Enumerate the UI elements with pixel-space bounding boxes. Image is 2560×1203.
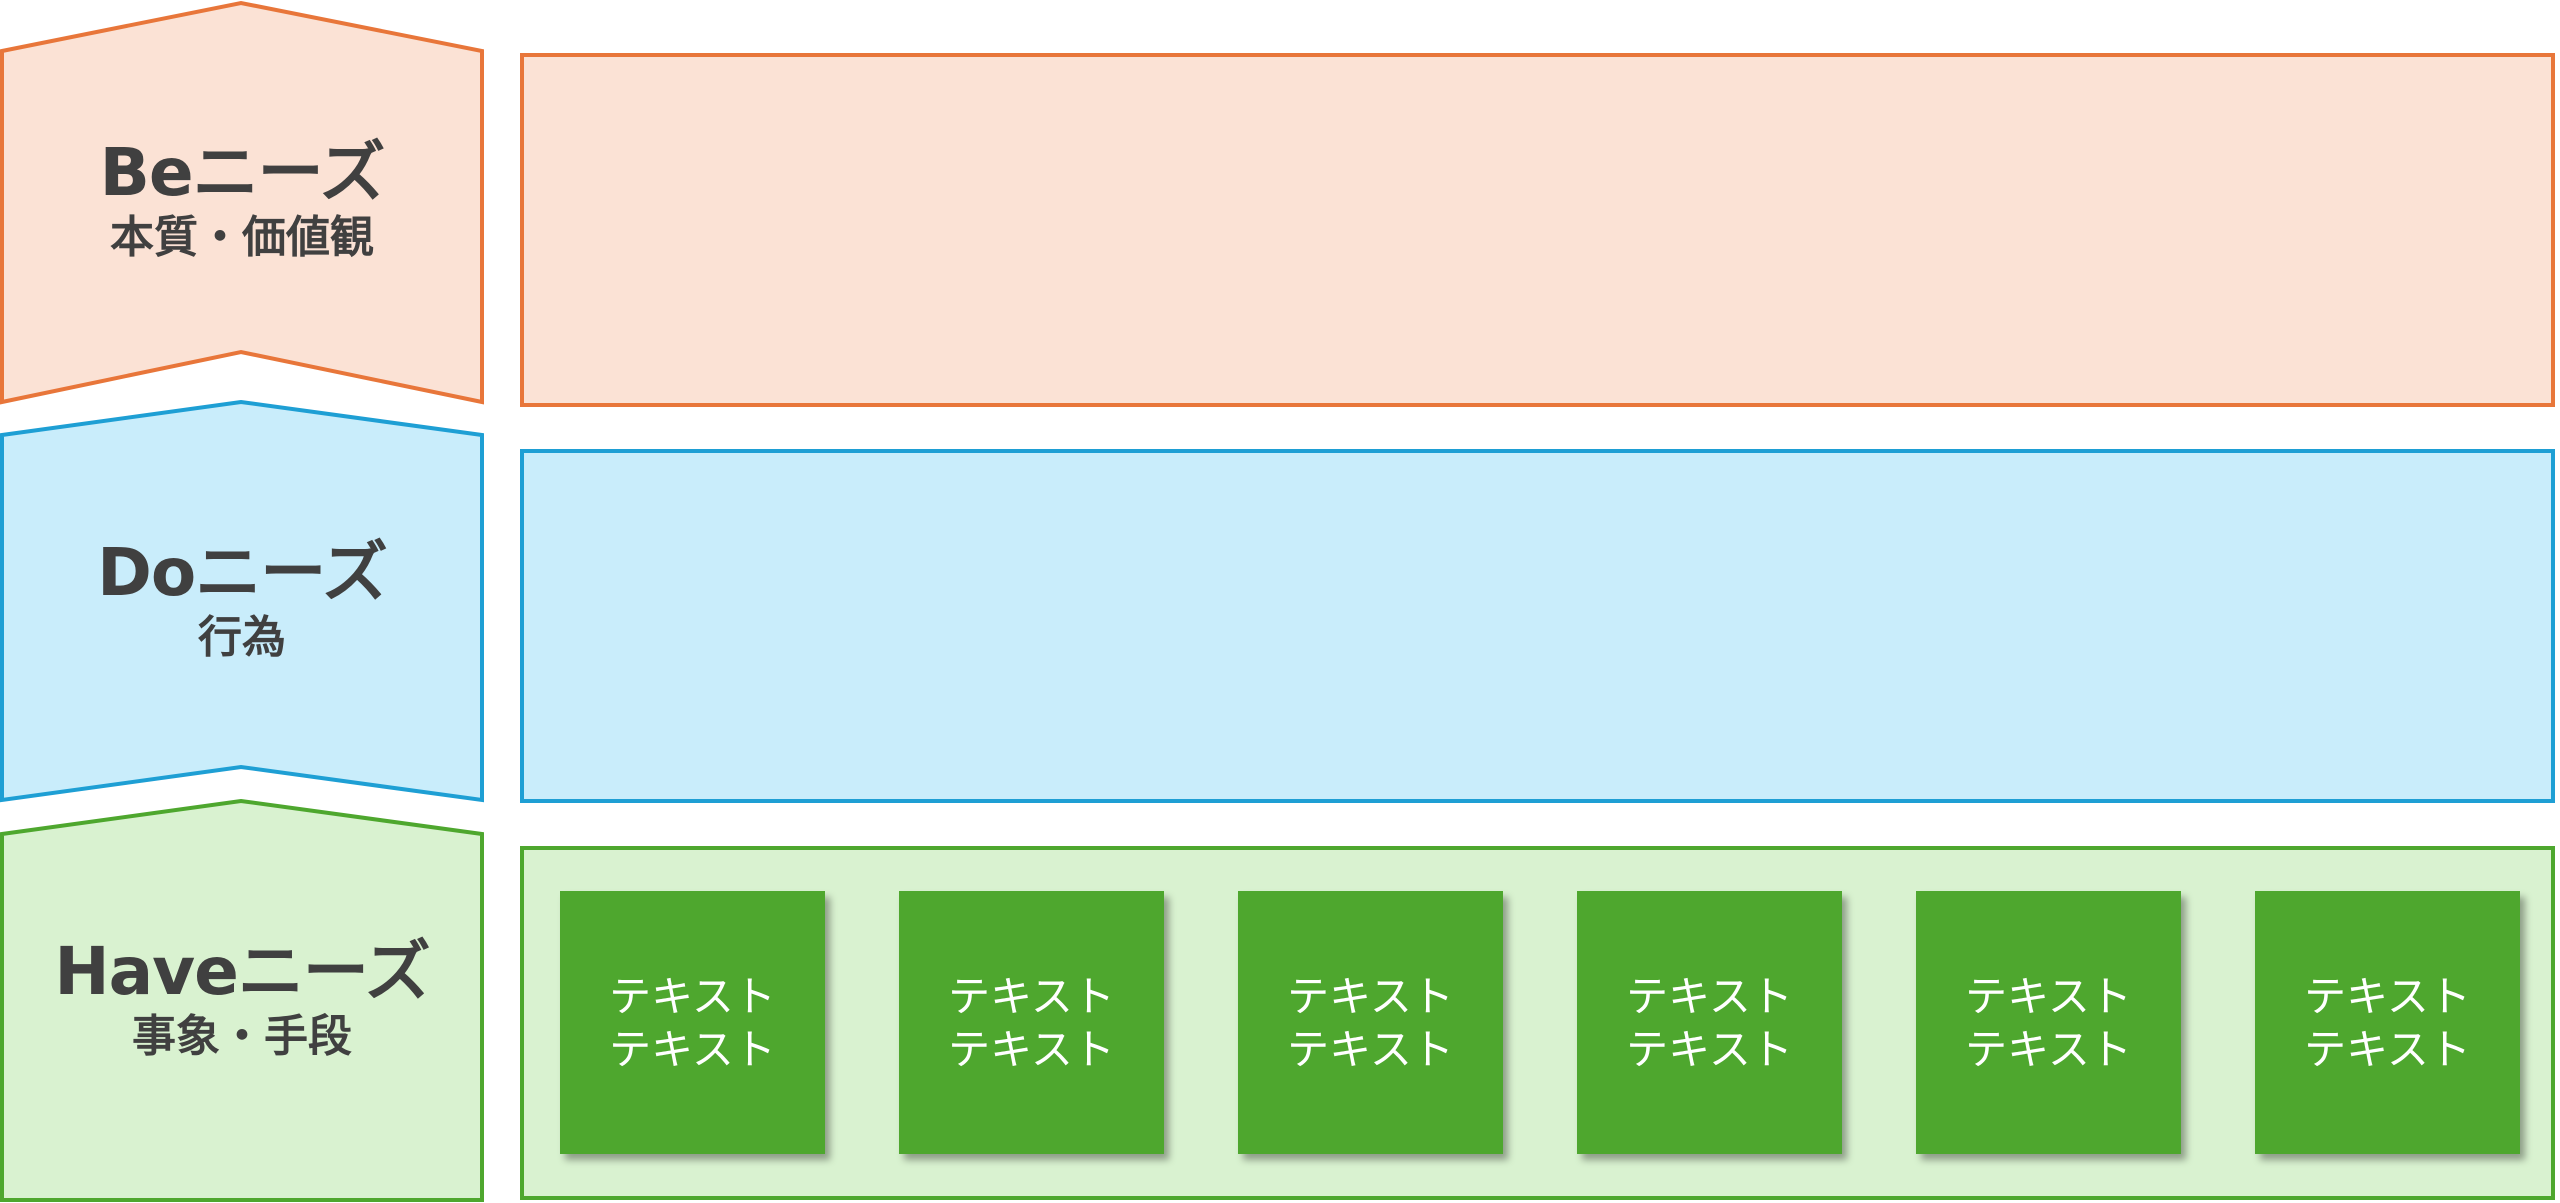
have-item-line2: テキスト [1287,1024,1454,1074]
have-item-line1: テキスト [948,971,1115,1021]
have-item-box: テキスト テキスト [2255,891,2520,1154]
be-needs-label: Beニーズ 本質・価値観 [0,135,484,265]
have-needs-panel [520,846,2555,1200]
be-needs-title: Beニーズ [99,134,386,211]
have-item-line2: テキスト [1626,1024,1793,1074]
have-item-box: テキスト テキスト [1916,891,2181,1154]
be-needs-chevron: Beニーズ 本質・価値観 [0,0,484,410]
have-item-line2: テキスト [948,1024,1115,1074]
do-needs-title: Doニーズ [97,534,388,611]
have-item-box: テキスト テキスト [1577,891,1842,1154]
have-item-line2: テキスト [1965,1024,2132,1074]
have-item-box: テキスト テキスト [1238,891,1503,1154]
have-item-line1: テキスト [1965,971,2132,1021]
do-needs-label: Doニーズ 行為 [0,535,484,665]
have-item-line2: テキスト [609,1024,776,1074]
do-needs-subtitle: 行為 [198,612,286,663]
have-item-line1: テキスト [1626,971,1793,1021]
do-needs-chevron: Doニーズ 行為 [0,400,484,810]
have-needs-subtitle: 事象・手段 [132,1011,352,1062]
be-needs-subtitle: 本質・価値観 [110,212,374,263]
be-needs-panel [520,53,2555,407]
have-item-line2: テキスト [2304,1024,2471,1074]
have-item-line1: テキスト [609,971,776,1021]
have-item-line1: テキスト [2304,971,2471,1021]
have-needs-title: Haveニーズ [54,933,430,1010]
do-needs-panel [520,449,2555,803]
have-needs-label: Haveニーズ 事象・手段 [0,934,484,1064]
do-chevron-shape [0,400,484,803]
have-needs-chevron: Haveニーズ 事象・手段 [0,799,484,1203]
have-item-box: テキスト テキスト [899,891,1164,1154]
have-item-line1: テキスト [1287,971,1454,1021]
have-chevron-shape [0,799,484,1202]
have-item-box: テキスト テキスト [560,891,825,1154]
be-chevron-shape [0,0,484,405]
